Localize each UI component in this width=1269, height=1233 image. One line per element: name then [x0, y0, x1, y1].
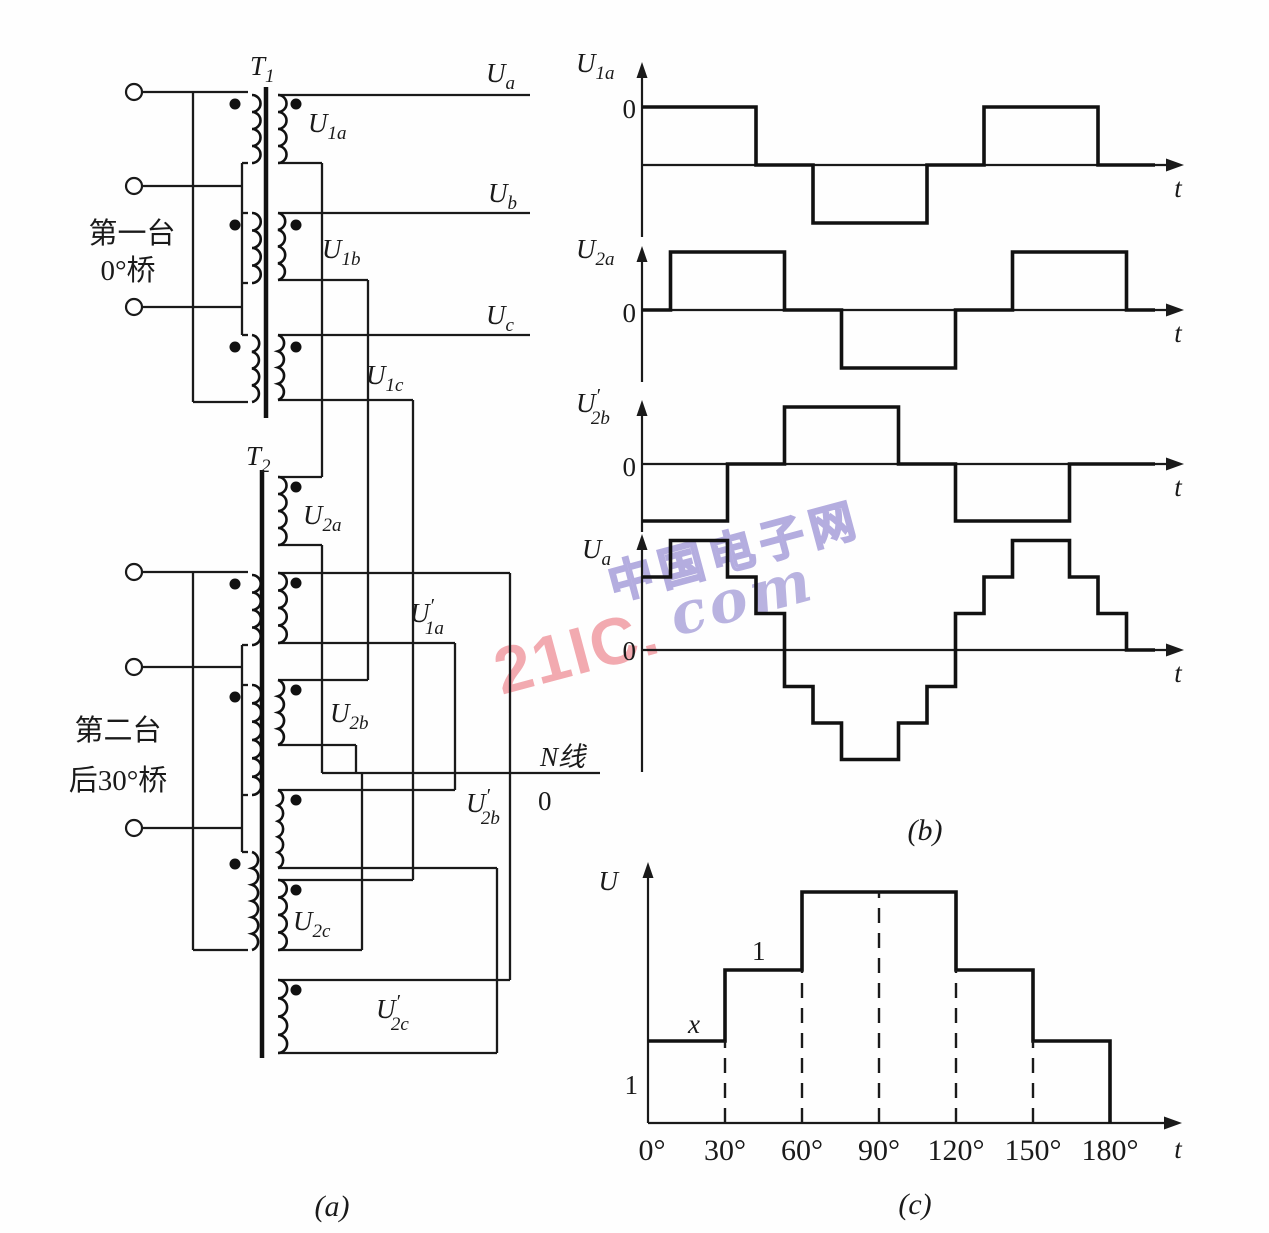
waveform-u2b-prime-plot: [636, 400, 1184, 532]
wave3-zero-label: 0: [623, 452, 637, 482]
winding-label-u1a-prime: U′1a: [410, 595, 444, 639]
winding-label-u1a: U1a: [308, 108, 347, 144]
winding-label-u2a: U2a: [303, 500, 342, 536]
waveform-ua-plot: [636, 534, 1184, 772]
wave2-name-label: U2a: [576, 234, 615, 270]
circuit-wiring: [124, 82, 600, 1058]
wave2-zero-label: 0: [623, 298, 637, 328]
neutral-zero-label: 0: [538, 786, 552, 816]
winding-label-u2b-prime: U′2b: [466, 785, 500, 829]
waveform-u2a-plot: [636, 246, 1184, 382]
output-label-uc: Uc: [486, 300, 515, 336]
wave1-t-label: t: [1174, 173, 1183, 203]
output-label-ub: Ub: [488, 178, 517, 214]
bridge2-label-line1: 第二台: [74, 714, 161, 747]
chart-c-tick-0: 0°: [639, 1134, 666, 1167]
waveform-u1a-plot: [636, 62, 1184, 237]
chart-c-ylabel: U: [599, 866, 620, 896]
bridge1-label-line1: 第一台: [88, 217, 175, 250]
bridge2-label-line2: 后30°桥: [69, 764, 168, 797]
wave2-t-label: t: [1174, 318, 1183, 348]
wave4-name-label: Ua: [582, 534, 611, 570]
t2-core-label: T2: [246, 441, 271, 477]
chart-c-tick-180: 180°: [1082, 1134, 1139, 1167]
wave1-name-label: U1a: [576, 48, 615, 84]
output-label-ua: Ua: [486, 58, 515, 94]
winding-label-u2c-prime: U′2c: [376, 991, 409, 1035]
wave3-name-label: U′2b: [576, 385, 610, 429]
bridge1-label-line2: 0°桥: [100, 254, 155, 287]
chart-c-axis-one-annotation: 1: [625, 1070, 639, 1100]
wave3-t-label: t: [1174, 472, 1183, 502]
chart-c-tick-60: 60°: [781, 1134, 823, 1167]
winding-label-u1c: U1c: [366, 360, 404, 396]
staircase-chart-plot: [642, 862, 1182, 1130]
winding-label-u2b: U2b: [330, 698, 369, 734]
chart-c-t-label: t: [1174, 1134, 1183, 1164]
caption-b: (b): [908, 814, 943, 847]
caption-a: (a): [315, 1190, 350, 1223]
chart-c-tick-150: 150°: [1005, 1134, 1062, 1167]
wave1-zero-label: 0: [623, 94, 637, 124]
chart-c-one-annotation: 1: [752, 936, 766, 966]
chart-c-tick-90: 90°: [858, 1134, 900, 1167]
chart-c-x-annotation: x: [687, 1009, 700, 1039]
winding-label-u1b: U1b: [322, 234, 361, 270]
wave4-t-label: t: [1174, 658, 1183, 688]
chart-c-tick-120: 120°: [928, 1134, 985, 1167]
caption-c: (c): [898, 1188, 931, 1221]
winding-label-u2c: U2c: [293, 906, 331, 942]
t1-core-label: T1: [250, 51, 275, 87]
chart-c-tick-30: 30°: [704, 1134, 746, 1167]
transformer-coils: [247, 93, 289, 1055]
wave4-zero-label: 0: [623, 636, 637, 666]
neutral-line-label: N线: [539, 742, 588, 772]
